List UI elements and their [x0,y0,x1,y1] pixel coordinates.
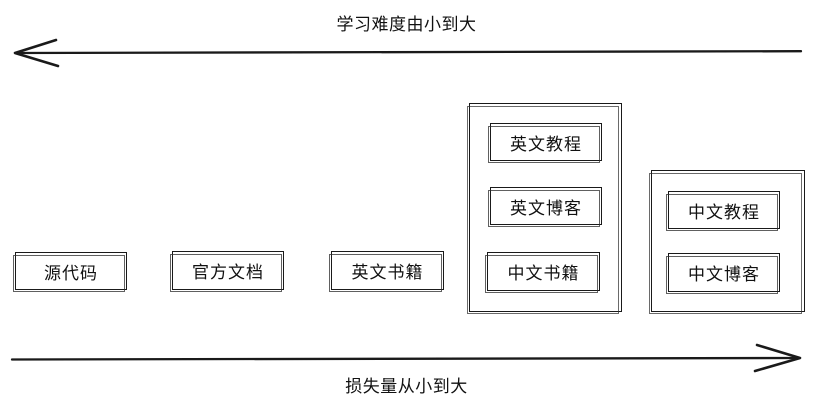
node-source-code[interactable]: 源代码 [13,252,127,292]
group-chinese-stack: 中文教程 中文博客 [649,170,805,314]
node-official-docs[interactable]: 官方文档 [170,251,284,292]
node-english-blog[interactable]: 英文博客 [488,187,602,227]
node-label: 中文教程 [688,202,760,223]
node-label: 源代码 [44,263,98,284]
bottom-axis-label: 损失量从小到大 [345,377,468,397]
node-chinese-blog[interactable]: 中文博客 [666,253,780,294]
top-axis-arrow-left [13,38,803,68]
bottom-axis-arrow-right [10,343,802,373]
node-label: 英文博客 [510,198,582,219]
node-label: 英文书籍 [351,263,424,283]
node-label: 中文博客 [688,265,760,285]
node-label: 英文教程 [510,134,582,155]
node-english-books[interactable]: 英文书籍 [329,251,444,292]
node-english-tutorial[interactable]: 英文教程 [488,123,602,163]
node-chinese-books[interactable]: 中文书籍 [485,252,600,293]
node-chinese-tutorial[interactable]: 中文教程 [666,191,780,231]
top-axis-label: 学习难度由小到大 [336,15,477,35]
node-label: 官方文档 [192,263,264,283]
node-label: 中文书籍 [507,264,580,284]
group-english-stack: 英文教程 英文博客 中文书籍 [467,103,622,314]
